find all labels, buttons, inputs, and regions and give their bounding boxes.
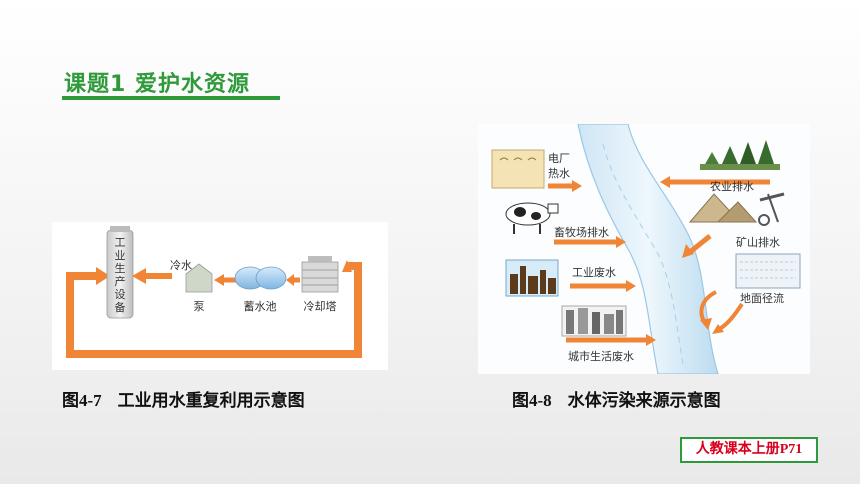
cold-water-label: 冷水 xyxy=(170,259,192,272)
surface-runoff-label: 地面径流 xyxy=(740,291,784,305)
river xyxy=(577,123,719,375)
reservoir: 蓄水池 xyxy=(234,266,287,313)
industrial-water-reuse-diagram: 工业生产设备 冷水 泵 蓄水池 冷却塔 xyxy=(52,222,388,370)
agriculture-label: 农业排水 xyxy=(710,179,754,193)
reservoir-label: 蓄水池 xyxy=(244,300,277,313)
caption-left-number: 图4-7 xyxy=(62,391,102,410)
power-plant-hot-water: 电厂 热水 xyxy=(491,149,582,192)
equipment-label-char: 生 xyxy=(115,261,126,275)
power-plant-label-1: 电厂 xyxy=(548,152,570,165)
textbook-reference-badge: 人教课本上册P71 xyxy=(680,437,818,463)
cooling-tower: 冷却塔 xyxy=(301,256,339,313)
equipment-label-char: 工 xyxy=(115,236,126,249)
agricultural-drainage: 农业排水 xyxy=(660,140,780,193)
svg-text:工业生产设备: 工业生产设备 xyxy=(115,236,126,314)
industrial-label: 工业废水 xyxy=(572,265,616,279)
water-pollution-sources-diagram: 电厂 热水 畜牧场排水 工业废水 xyxy=(478,123,810,375)
pump: 泵 xyxy=(185,263,213,313)
caption-right-text: 水体污染来源示意图 xyxy=(567,391,721,410)
return-pipe xyxy=(66,262,362,358)
equipment-label-char: 产 xyxy=(115,274,126,288)
title-underline xyxy=(62,96,280,100)
slide-title: 课题1 爱护水资源 xyxy=(64,72,250,97)
urban-label: 城市生活废水 xyxy=(568,349,634,363)
production-equipment: 工业生产设备 xyxy=(106,226,134,319)
caption-right-number: 图4-8 xyxy=(512,391,552,410)
equipment-label-char: 备 xyxy=(115,300,126,314)
power-plant-label-2: 热水 xyxy=(548,167,570,180)
industrial-wastewater: 工业废水 xyxy=(505,259,636,297)
caption-left-text: 工业用水重复利用示意图 xyxy=(117,391,305,410)
urban-domestic-wastewater: 城市生活废水 xyxy=(561,305,656,363)
mining-drainage: 矿山排水 xyxy=(682,192,785,258)
livestock-drainage: 畜牧场排水 xyxy=(505,202,626,248)
equipment-label-char: 设 xyxy=(115,288,126,301)
livestock-label: 畜牧场排水 xyxy=(554,225,609,239)
surface-runoff: 地面径流 xyxy=(699,253,801,334)
cooling-tower-label: 冷却塔 xyxy=(304,300,337,313)
mining-label: 矿山排水 xyxy=(736,235,780,249)
figure-caption-left: 图4-7 工业用水重复利用示意图 xyxy=(62,386,305,411)
equipment-label-char: 业 xyxy=(115,249,126,262)
figure-caption-right: 图4-8 水体污染来源示意图 xyxy=(512,386,721,411)
pump-label: 泵 xyxy=(194,300,205,313)
